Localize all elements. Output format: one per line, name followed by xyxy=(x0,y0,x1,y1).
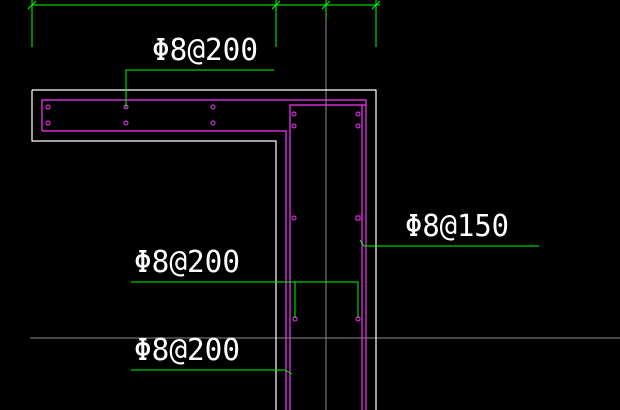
outer-wall-outline xyxy=(32,89,377,410)
rebar-dots xyxy=(45,104,361,322)
dimension-tick xyxy=(27,0,37,10)
rebar-dot xyxy=(291,123,297,129)
rebar-dot xyxy=(210,104,216,110)
slab-stirrup-inner xyxy=(42,130,287,410)
rebar-dot xyxy=(45,104,51,110)
rebar-stirrups xyxy=(41,99,367,410)
bottom-rebar-label: Φ8@200 xyxy=(134,333,240,368)
concrete-outline xyxy=(31,89,377,410)
dimension-lines xyxy=(27,0,381,47)
leader-lines xyxy=(125,69,539,375)
rebar-dot xyxy=(355,215,361,221)
middle-rebar-label: Φ8@200 xyxy=(134,245,240,280)
rebar-dot xyxy=(355,123,361,129)
right-rebar-label: Φ8@150 xyxy=(405,209,509,244)
rebar-dot xyxy=(123,120,129,126)
top-rebar-leader xyxy=(125,69,274,108)
top-rebar-label: Φ8@200 xyxy=(152,33,258,68)
inner-wall-outline xyxy=(31,90,277,410)
rebar-dot xyxy=(291,111,297,117)
rebar-dot xyxy=(355,111,361,117)
slab-stirrup-outer xyxy=(41,99,367,410)
middle-rebar-leader xyxy=(131,281,359,318)
axis-lines xyxy=(30,0,620,410)
wall-stirrup-top xyxy=(289,104,366,410)
dimension-tick xyxy=(271,0,281,10)
dimension-tick xyxy=(371,0,381,10)
rebar-dot xyxy=(45,120,51,126)
rebar-dot xyxy=(291,215,297,221)
bottom-rebar-leader xyxy=(131,369,293,375)
right-rebar-leader xyxy=(359,239,539,247)
dimension-tick xyxy=(321,0,331,10)
rebar-dot xyxy=(210,120,216,126)
